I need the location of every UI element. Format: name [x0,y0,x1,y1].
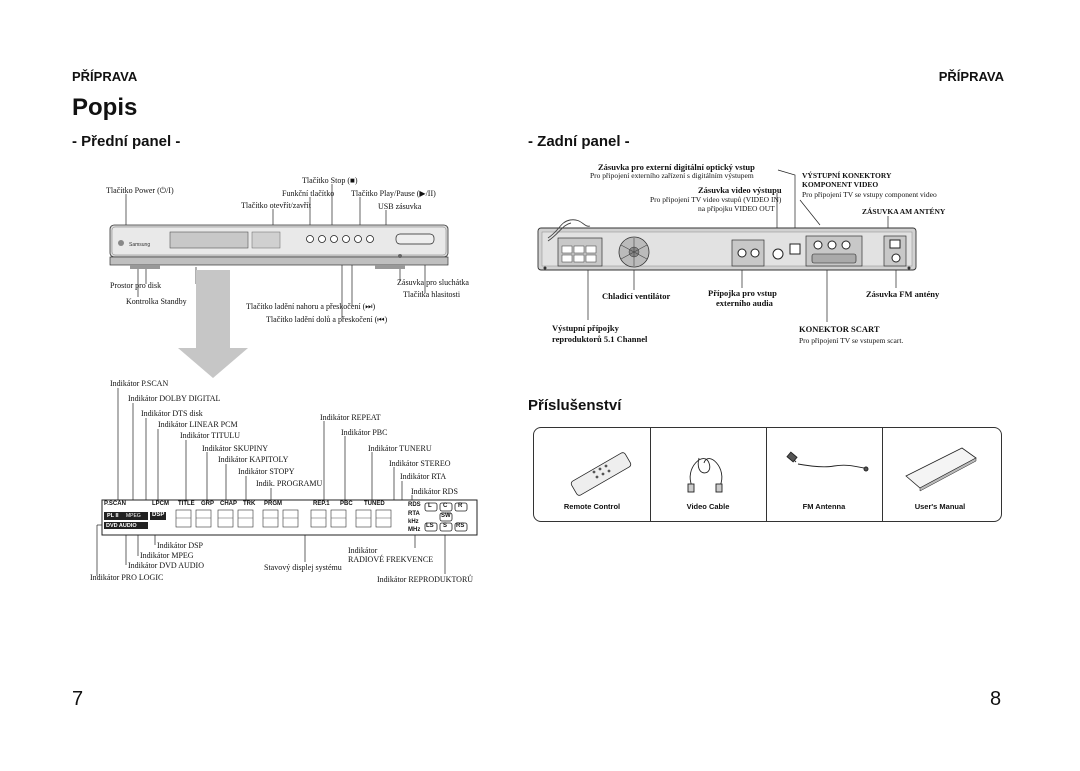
remote-control-icon [570,452,632,496]
users-manual-icon [905,447,977,492]
label-fm: Zásuvka FM antény [866,289,940,299]
disp-rep: REP.1 [313,501,330,507]
rear-panel-heading: - Zadní panel - [528,133,630,150]
disp-pl2: PL II [107,513,119,519]
label-usb: USB zásuvka [378,202,422,211]
brand-logo: Samsung [129,242,150,248]
section-header-right: PŘÍPRAVA [938,69,1004,84]
label-dts: Indikátor DTS disk [141,409,203,418]
label-group: Indikátor SKUPINY [202,444,268,453]
disp-khz: kHz [408,519,419,525]
label-optical-desc: Pro připojení externího zařízení s digit… [590,171,754,180]
label-fan: Chladicí ventilátor [602,291,671,301]
spk-r: R [458,503,463,509]
label-playpause: Tlačítko Play/Pause (▶/II) [351,189,436,198]
video-cable-icon [687,457,723,493]
disp-dvdaudio: DVD AUDIO [106,523,137,529]
label-component-title1: VÝSTUPNÍ KONEKTORY [802,171,892,180]
label-audio-in2: externího audia [716,298,773,308]
label-am: ZÁSUVKA AM ANTÉNY [862,207,946,216]
label-program: Indik. PROGRAMU [256,479,323,488]
label-speakers: Indikátor REPRODUKTORŮ [377,575,474,584]
label-tune-up: Tlačítko ladění nahoru a přeskočení (⏭) [246,302,376,311]
label-video-desc2: na přípojku VIDEO OUT [698,204,775,213]
label-component-desc: Pro připojení TV se vstupy component vid… [802,190,937,199]
label-volume: Tlačítka hlasitosti [403,290,461,299]
disp-dsp: DSP [152,512,165,518]
label-freq1: Indikátor [348,546,378,555]
disp-chap: CHAP [220,501,238,507]
label-video-title: Zásuvka video výstupu [698,185,782,195]
spk-l: L [428,503,432,509]
label-rta: Indikátor RTA [400,472,447,481]
front-panel-heading: - Přední panel - [72,133,181,150]
spk-rs: RS [456,523,465,529]
label-freq2: RADIOVÉ FREKVENCE [348,555,434,564]
spk-s: S [443,523,448,529]
label-pbc: Indikátor PBC [341,428,388,437]
label-chapter: Indikátor KAPITOLY [218,455,289,464]
disp-rds: RDS [408,502,421,508]
disp-mhz: MHz [408,527,421,533]
disp-trk: TRK [243,501,256,507]
label-dolby: Indikátor DOLBY DIGITAL [128,394,221,403]
page-title: Popis [72,94,138,121]
label-prologic: Indikátor PRO LOGIC [90,573,164,582]
disp-lpcm: LPCM [152,501,169,507]
label-audio-in1: Přípojka pro vstup [708,288,777,298]
spk-sw: SW [441,513,451,519]
disp-grp: GRP [201,501,215,507]
label-pscan: Indikátor P.SCAN [110,379,169,388]
label-track: Indikátor STOPY [238,467,295,476]
accessories-box: Remote Control Video Cable FM Antenna Us… [533,427,1002,522]
label-mpeg: Indikátor MPEG [140,551,194,560]
accessory-users-manual: User's Manual [914,502,966,511]
label-component-title2: KOMPONENT VIDEO [802,180,879,189]
disp-pscan: P.SCAN [104,501,126,507]
label-status: Stavový displej systému [264,563,342,572]
label-headphone: Zásuvka pro sluchátka [397,278,469,287]
label-tuner: Indikátor TUNERU [368,444,432,453]
accessories-heading: Příslušenství [528,397,622,414]
label-optical-title: Zásuvka pro externí digitální optický vs… [598,162,755,172]
label-repeat: Indikátor REPEAT [320,413,381,422]
disp-mpeg: MPEG [126,513,141,519]
label-lpcm: Indikátor LINEAR PCM [158,420,238,429]
accessory-remote-control: Remote Control [563,502,621,511]
label-standby: Kontrolka Standby [126,297,187,306]
spk-c: C [443,503,448,509]
label-scart-title: KONEKTOR SCART [799,324,880,334]
label-scart-desc: Pro připojení TV se vstupem scart. [799,336,904,345]
disp-tuned: TUNED [364,501,385,507]
disp-title: TITLE [178,501,195,507]
label-stereo: Indikátor STEREO [389,459,451,468]
label-video-desc1: Pro připojení TV video vstupů (VIDEO IN) [650,195,782,204]
section-header-left: PŘÍPRAVA [72,69,138,84]
label-dsp: Indikátor DSP [157,541,203,550]
page-number-left: 7 [72,688,84,710]
label-power: Tlačítko Power (⏻/I) [106,186,174,195]
label-tune-down: Tlačítko ladění dolů a přeskočení (⏮) [266,315,388,324]
label-disc: Prostor pro disk [110,281,162,290]
label-openclose: Tlačítko otevřít/zavřít [241,201,311,210]
label-spk-out2: reproduktorů 5.1 Channel [552,334,648,344]
label-rds: Indikátor RDS [411,487,458,496]
label-spk-out1: Výstupní přípojky [552,323,619,333]
spk-ls: LS [426,523,434,529]
fm-antenna-icon [786,451,869,472]
label-dvdaudio: Indikátor DVD AUDIO [128,561,204,570]
label-title: Indikátor TITULU [180,431,241,440]
disp-prgm: PRGM [264,501,282,507]
accessory-video-cable: Video Cable [686,502,730,511]
page-number-right: 8 [990,688,1002,710]
disp-rta: RTA [408,511,420,517]
disp-pbc: PBC [340,501,353,507]
label-function: Funkční tlačítko [282,189,335,198]
label-stop: Tlačítko Stop (■) [302,176,358,185]
accessory-fm-antenna: FM Antenna [802,502,846,511]
